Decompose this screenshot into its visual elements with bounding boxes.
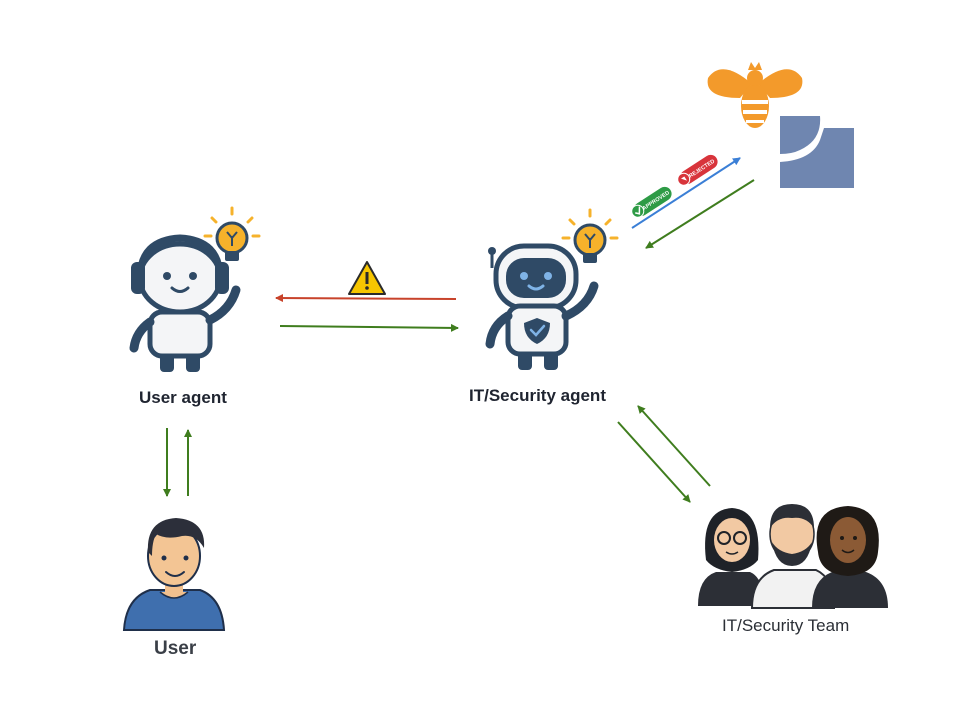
user-label: User xyxy=(154,638,197,659)
robot-security-icon xyxy=(485,243,599,370)
arrow-team-to-it-agent xyxy=(637,405,711,487)
warning-icon xyxy=(348,261,386,295)
lightbulb-icon xyxy=(203,206,261,261)
arrow-it-agent-to-external-blue xyxy=(631,157,741,229)
check-icon xyxy=(631,204,645,218)
bee-logo-icon xyxy=(707,62,803,128)
person-avatar-icon xyxy=(122,518,226,631)
robot-assistant-icon xyxy=(129,234,241,372)
it-security-team-label: IT/Security Team xyxy=(722,616,850,635)
team-group-icon xyxy=(698,504,888,609)
lightbulb-icon xyxy=(561,208,619,263)
square-logo-icon xyxy=(780,116,854,188)
arrow-it-to-user-agent-red xyxy=(275,294,457,303)
it-security-agent-label: IT/Security agent xyxy=(469,386,606,405)
arrow-user-agent-to-it-green xyxy=(279,323,459,332)
user-agent-label: User agent xyxy=(139,388,227,407)
arrow-it-agent-to-team xyxy=(617,421,691,503)
arrow-external-to-it-agent xyxy=(645,179,755,249)
